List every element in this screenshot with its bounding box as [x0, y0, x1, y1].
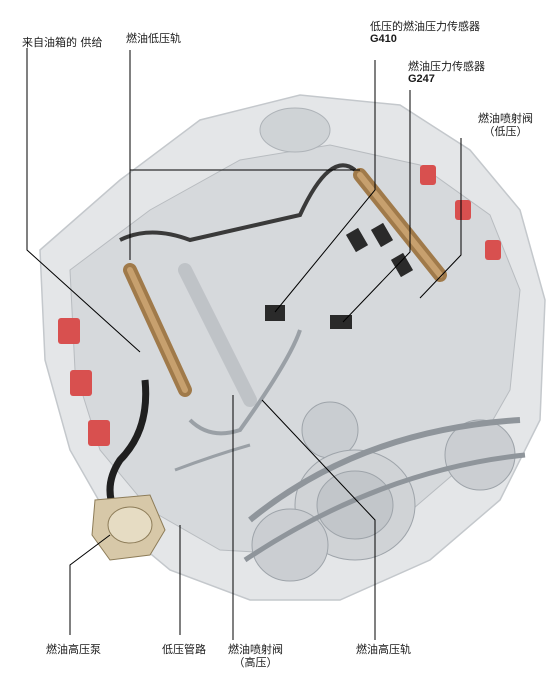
label-pressure-sensor: 燃油压力传感器 G247 — [408, 60, 485, 85]
label-injector-high-paren: （高压） — [233, 656, 278, 669]
sensor-g410 — [265, 305, 285, 321]
label-injector-low-paren: （低压） — [483, 125, 528, 138]
label-g247: G247 — [408, 73, 435, 85]
label-low-pressure-rail: 燃油低压轨 — [126, 32, 181, 45]
leader-lines — [26, 48, 462, 640]
label-fuel-from-tank: 来自油箱的 供给 — [22, 36, 103, 49]
high-pressure-pump — [91, 494, 166, 561]
label-low-pressure-line: 低压管路 — [162, 643, 206, 656]
label-high-pressure-pump: 燃油高压泵 — [46, 643, 101, 656]
sensor-g247 — [330, 315, 352, 329]
label-low-pressure-sensor: 低压的燃油压力传感器 G410 — [370, 20, 480, 45]
high-pressure-rail — [123, 263, 257, 407]
label-injector-low: 燃油喷射阀 （低压） — [478, 112, 533, 138]
label-injector-high: 燃油喷射阀 （高压） — [228, 643, 283, 669]
label-high-pressure-rail: 燃油高压轨 — [356, 643, 411, 656]
label-g410: G410 — [370, 33, 397, 45]
